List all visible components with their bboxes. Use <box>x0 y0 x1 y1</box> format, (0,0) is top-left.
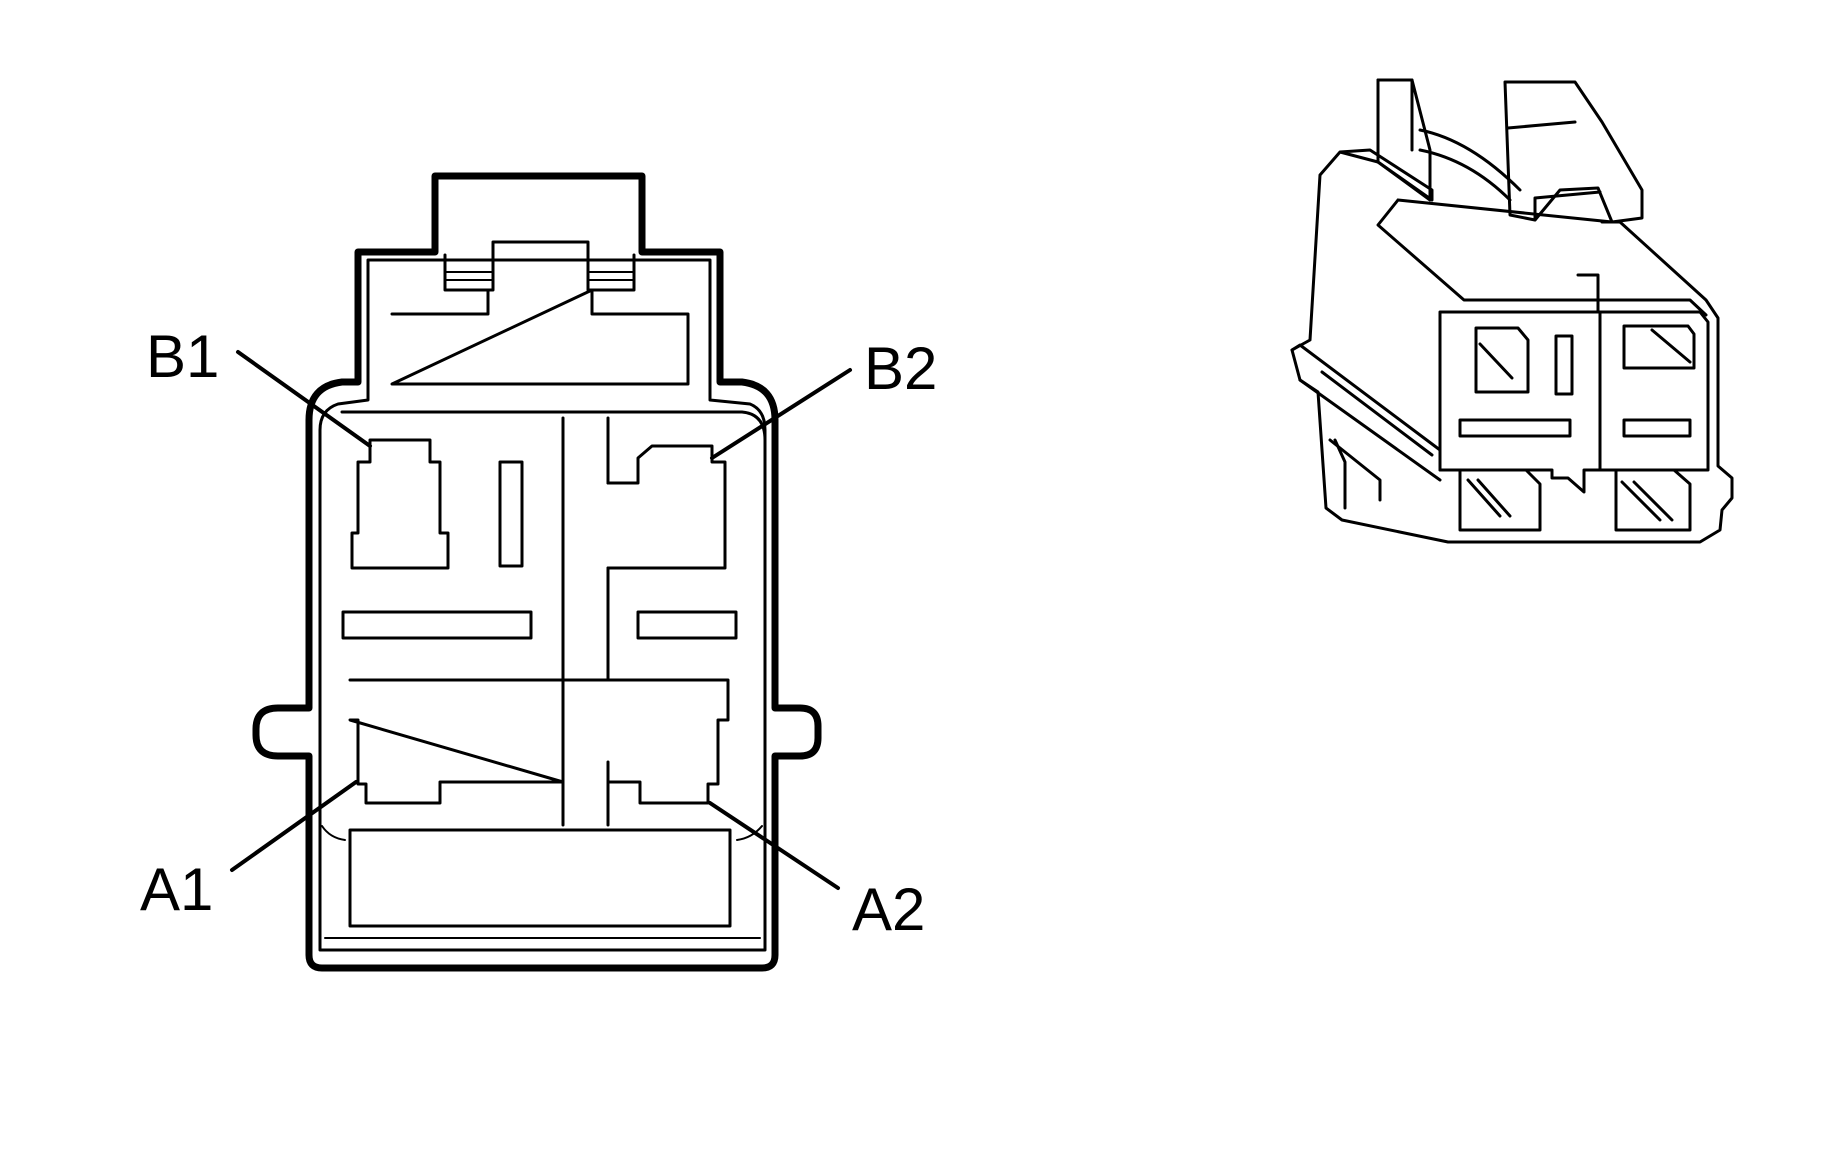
iso-cavity-a1 <box>1458 468 1542 532</box>
bottom-lip-left <box>321 825 346 841</box>
leader-b1 <box>236 350 372 448</box>
leader-b2 <box>710 368 852 460</box>
cavity-b2 <box>606 444 727 570</box>
pin-label-b2: B2 <box>864 335 937 402</box>
cavity-a1-a2 <box>348 678 730 805</box>
pin-label-b1: B1 <box>146 323 219 390</box>
cavity-b1 <box>350 438 450 570</box>
iso-cavity-b2 <box>1622 324 1696 370</box>
iso-latch-left-face <box>1376 78 1414 164</box>
bottom-lip-right <box>736 825 763 841</box>
leader-a2 <box>708 801 840 890</box>
latch-top <box>443 240 636 292</box>
iso-body-outline <box>1290 148 1734 544</box>
connector-face-view <box>230 172 852 972</box>
housing-inner-outline <box>318 258 767 952</box>
iso-slot-vertical <box>1554 334 1574 396</box>
iso-side-flange <box>1290 343 1442 482</box>
bottom-window <box>348 828 732 928</box>
connector-isometric-view <box>1290 78 1734 544</box>
housing-outline <box>252 172 822 972</box>
pin-label-a1: A1 <box>140 856 213 923</box>
slot-horizontal-left <box>341 610 533 640</box>
leader-a1 <box>230 780 358 872</box>
upper-window <box>390 288 690 386</box>
iso-body-top <box>1376 198 1708 317</box>
iso-side-step <box>1333 438 1347 510</box>
iso-cavity-b1 <box>1474 326 1530 394</box>
face-plate <box>340 410 767 442</box>
iso-cavity-a2 <box>1614 468 1692 532</box>
iso-front-tab <box>1576 273 1600 314</box>
iso-slot-right <box>1622 418 1692 438</box>
slot-horizontal-right <box>636 610 738 640</box>
slot-vertical <box>498 460 524 568</box>
iso-side-flange-inner <box>1320 370 1434 502</box>
pin-label-a2: A2 <box>852 876 925 943</box>
iso-spring-arm <box>1418 128 1522 202</box>
iso-slot-left <box>1458 418 1572 438</box>
